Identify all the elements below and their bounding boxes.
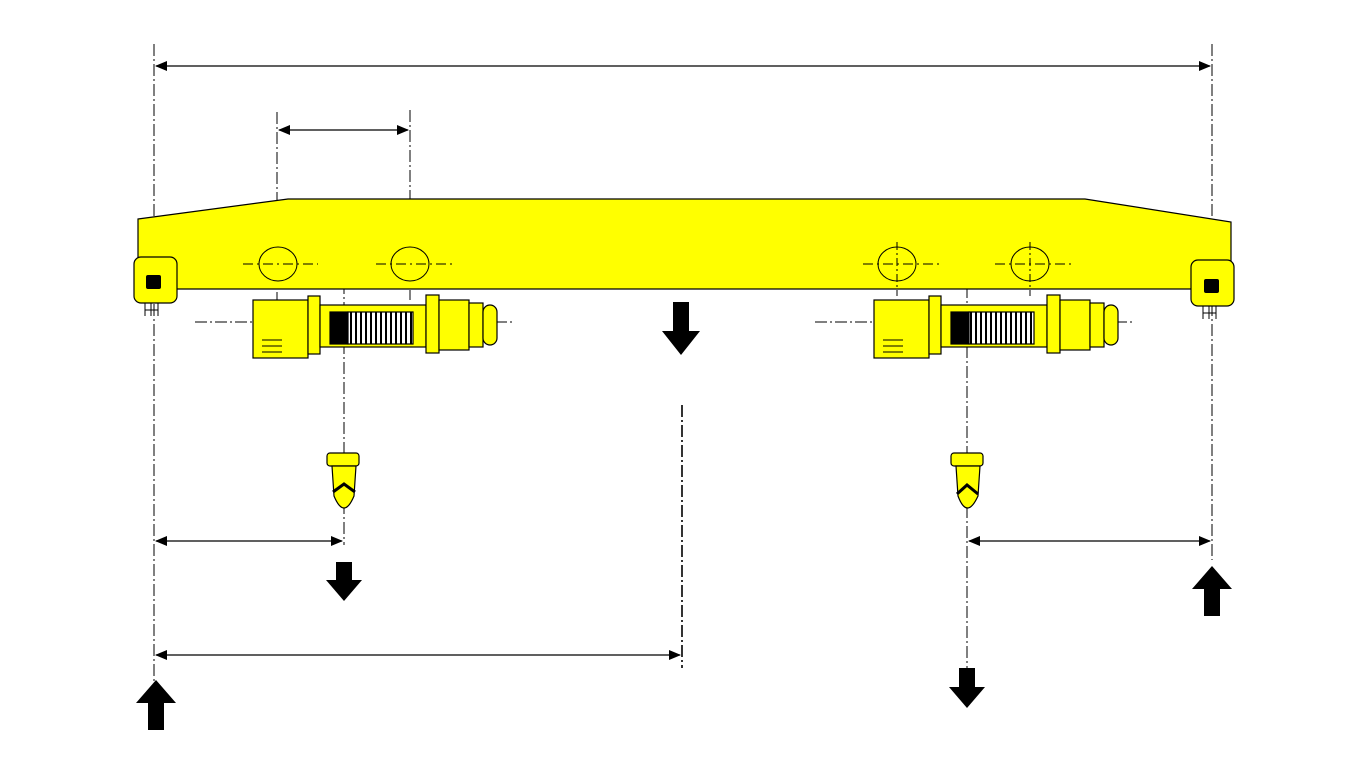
reaction-arrow-up: [136, 680, 176, 730]
load-arrows: [326, 302, 985, 708]
load-arrow-down: [949, 668, 985, 708]
wheel-circle: [995, 242, 1072, 296]
hook-block-left: [326, 452, 360, 509]
girder-beam: [137, 198, 1232, 290]
hoist-trolley-right: [873, 294, 1119, 359]
end-truck-left: [133, 256, 178, 316]
center-lines: [153, 44, 1213, 690]
hook-block-right: [950, 452, 984, 509]
hoist-trolley-left: [252, 294, 498, 359]
reaction-arrows: [136, 566, 1232, 730]
wheel-circle: [863, 242, 940, 296]
load-arrow-down: [326, 562, 362, 601]
wheel-circle: [243, 246, 318, 282]
reaction-arrow-up: [1192, 566, 1232, 616]
wheel-circles: [243, 242, 1072, 296]
load-arrow-down: [662, 302, 700, 355]
wheel-circle: [376, 246, 452, 282]
end-truck-right: [1190, 259, 1235, 319]
dimension-lines: [155, 61, 1211, 660]
